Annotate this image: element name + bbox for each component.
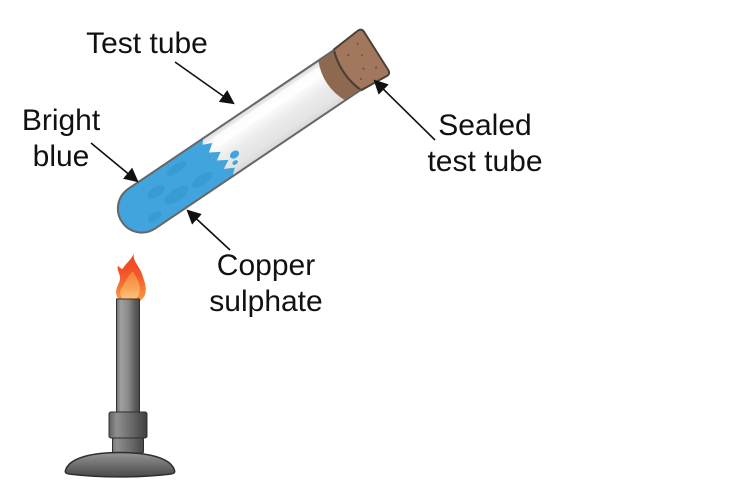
cork-inner <box>318 50 361 101</box>
flame-icon <box>116 253 146 304</box>
arrow-test-tube <box>174 61 235 105</box>
cork-flecks <box>347 42 378 81</box>
test-tube-outline <box>116 49 362 234</box>
label-sealed-test-tube: Sealed test tube <box>427 109 543 178</box>
copper-sulphate-fill <box>117 138 235 233</box>
bunsen-burner-graphic <box>64 253 176 478</box>
copper-sulphate-spatter <box>229 150 240 165</box>
arrow-bright-blue <box>90 142 139 183</box>
copper-sulphate-texture <box>147 160 213 223</box>
burner-barrel <box>116 298 140 414</box>
burner-base <box>64 451 176 478</box>
test-tube-graphic <box>116 28 391 234</box>
tube-mouth-line <box>332 48 363 92</box>
glass-highlight <box>212 68 323 146</box>
arrow-copper-sulphate <box>186 209 231 251</box>
burner-gas-inlet <box>112 437 144 454</box>
label-test-tube: Test tube <box>86 27 208 60</box>
label-bright-blue: Bright blue <box>21 104 101 173</box>
burner-collar <box>108 411 148 439</box>
arrow-sealed-test-tube <box>373 79 436 141</box>
annotation-arrows <box>90 61 436 251</box>
label-copper-sulphate: Copper sulphate <box>209 249 323 318</box>
